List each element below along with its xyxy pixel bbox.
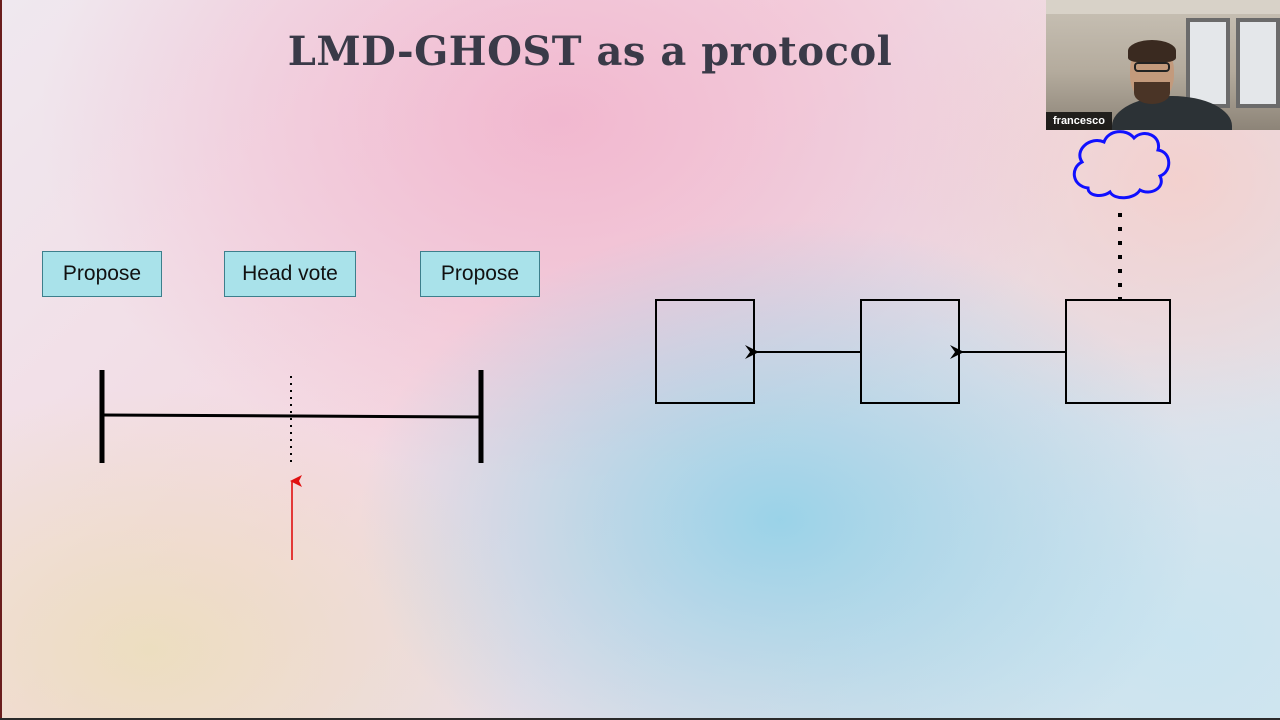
cloud-icon xyxy=(1072,130,1171,200)
slot-timeline xyxy=(99,370,484,464)
video-background-window xyxy=(1186,18,1230,108)
phase-box-propose-2: Propose xyxy=(420,251,540,297)
block-2 xyxy=(860,299,960,404)
participant-beard xyxy=(1134,82,1170,104)
participant-video-tile[interactable]: francesco xyxy=(1046,0,1280,130)
participant-name-label: francesco xyxy=(1046,112,1112,130)
bottom-edge-border xyxy=(0,718,1280,720)
left-edge-border xyxy=(0,0,2,720)
participant-glasses xyxy=(1134,62,1170,72)
video-background-ceiling xyxy=(1046,0,1280,14)
video-background-window xyxy=(1236,18,1280,108)
timeline-axis xyxy=(101,413,482,419)
block-3 xyxy=(1065,299,1171,404)
slide-title: LMD-GHOST as a protocol xyxy=(287,28,893,75)
block-chain xyxy=(655,213,1171,404)
phase-box-head-vote: Head vote xyxy=(224,251,356,297)
participant-hair xyxy=(1128,40,1176,62)
phase-box-propose-1: Propose xyxy=(42,251,162,297)
block-1 xyxy=(655,299,755,404)
